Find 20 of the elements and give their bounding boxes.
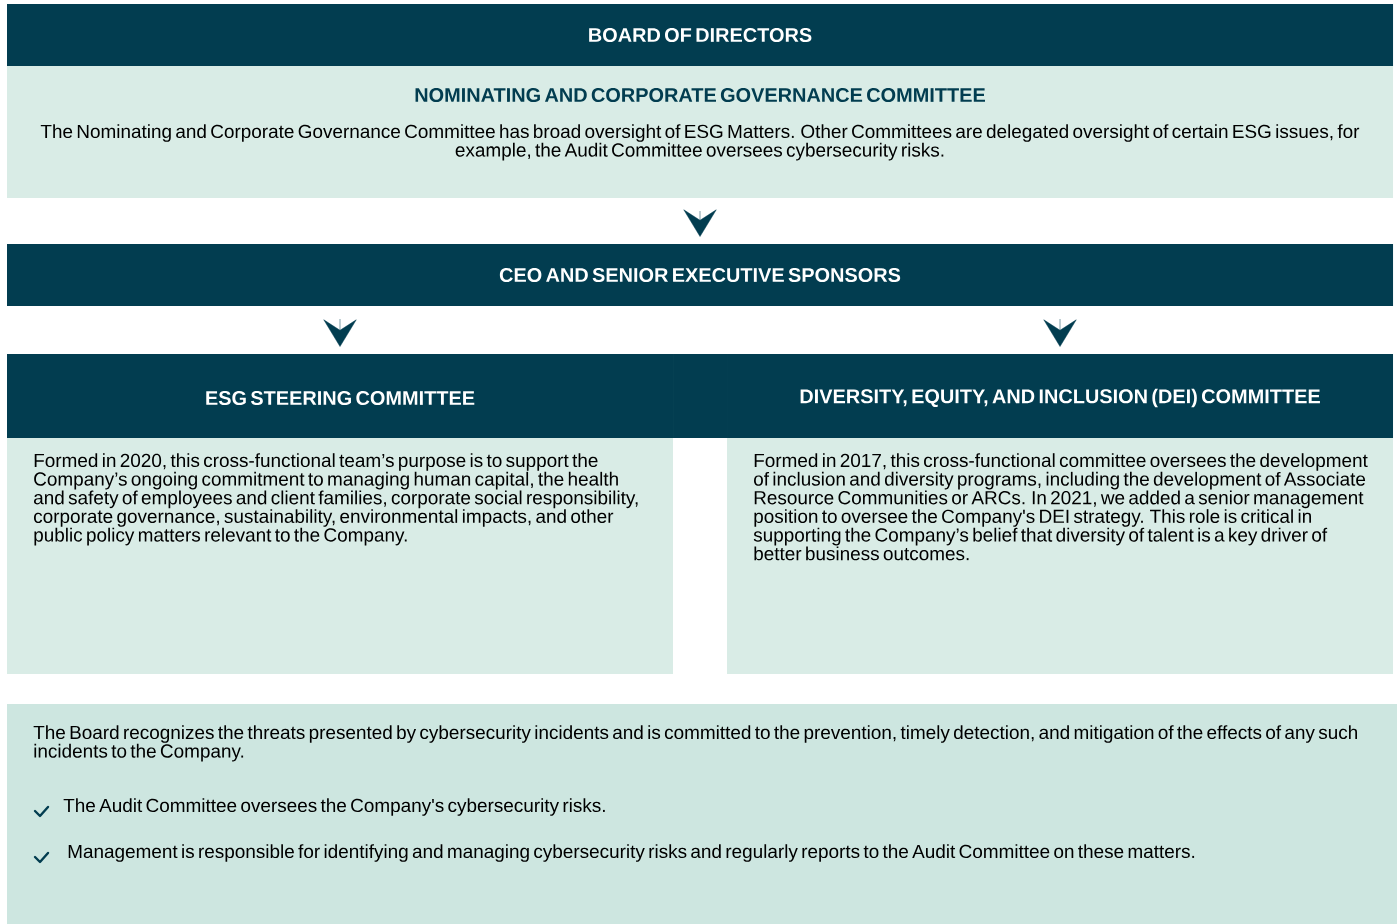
heading: DIVERSITY, EQUITY, AND INCLUSION (DEI) COMMITTEE: [800, 388, 1320, 408]
body-text: The Nominating and Corporate Governance Committee has broad oversight of ESG Matters. Other Committees are delegated oversight of certain ESG issues, for example, the Audit Committee oversees cybersecurity risks.: [40, 124, 1360, 161]
body-text: Formed in 2020, this cross-functional team’s purpose is to support the Company’s ongoing commitment to managing human capital, the health and safety of employees and client families, corporate social responsibility, corporate governance, sustainability, environmental impacts, and other public policy matters relevant to the Company.: [34, 453, 638, 546]
bullet-text: The Audit Committee oversees the Company's cybersecurity risks.: [63, 798, 605, 816]
heading: CEO AND SENIOR EXECUTIVE SPONSORS: [499, 267, 901, 283]
chevron-arrow: [323, 318, 357, 347]
info-box: [7, 704, 1397, 924]
body-text: Formed in 2017, this cross-functional committee oversees the development of inclusion and diversity programs, including the development of Associate Resource Communities or ARCs. In 2021, we added a senior management position to oversee the Company's DEI strategy. This role is critical in supporting the Company’s belief that diversity of talent is a key driver of better business outcomes.: [753, 453, 1368, 561]
heading: NOMINATING AND CORPORATE GOVERNANCE COMMITTEE: [415, 87, 985, 103]
chevron-arrow: [1043, 318, 1077, 347]
title-band: [7, 244, 1394, 306]
heading: BOARD OF DIRECTORS: [589, 27, 812, 43]
heading: ESG STEERING COMMITTEE: [206, 390, 475, 406]
committee-box: [7, 354, 673, 674]
chevron-arrow: [683, 209, 717, 237]
committee-box: [727, 354, 1394, 674]
bullet-text: Management is responsible for identifying and managing cybersecurity risks and regularly reports to the Audit Committee on these matters.: [68, 844, 1195, 862]
body-text: The Board recognizes the threats presented by cybersecurity incidents and is committed to the prevention, timely detection, and mitigation of the effects of any such incidents to the Company.: [33, 725, 1357, 762]
committee-box: [7, 66, 1394, 198]
title-band: [7, 4, 1394, 66]
